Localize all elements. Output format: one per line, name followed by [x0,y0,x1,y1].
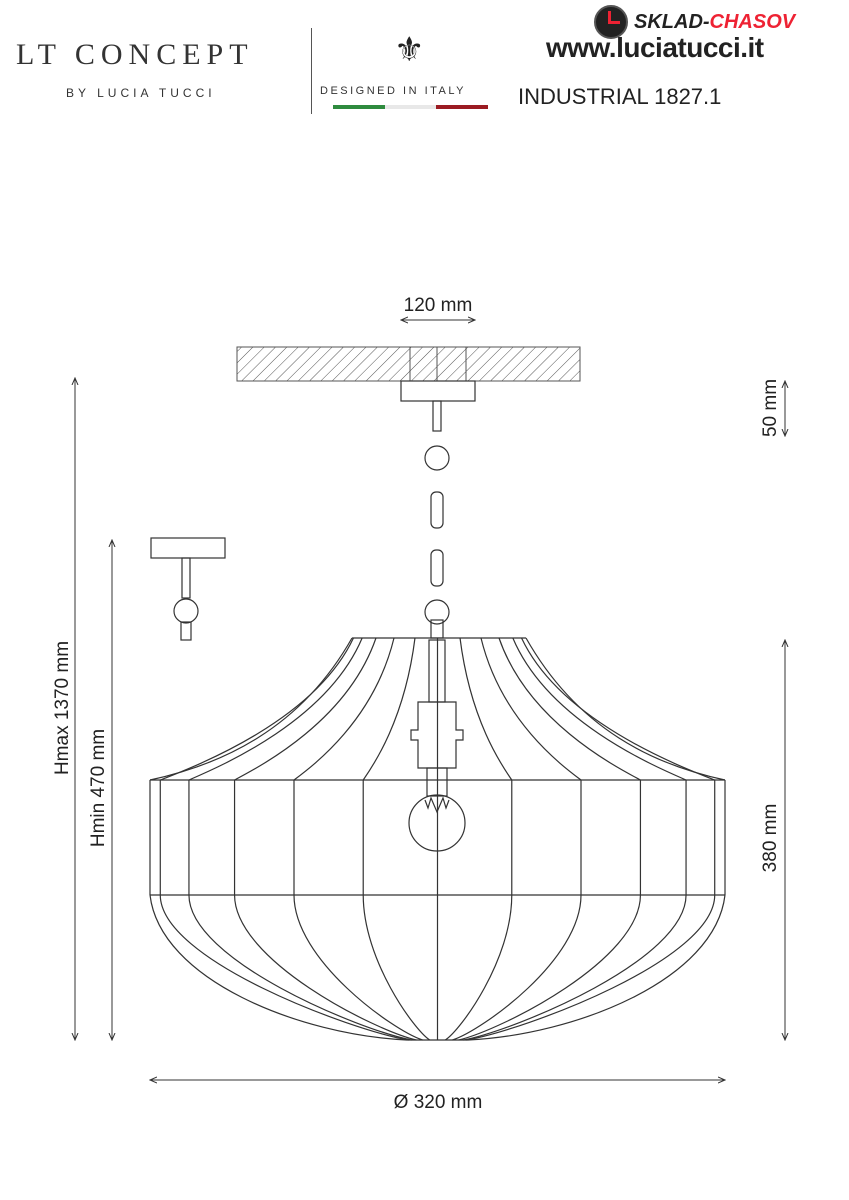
model-name: INDUSTRIAL 1827.1 [518,84,722,109]
dim-canopy-height: 50 mm [760,379,781,437]
brand-logo: LT CONCEPT [16,38,254,71]
dim-shade-height: 380 mm [760,804,781,873]
dim-hmin: Hmin 470 mm [88,729,109,847]
shade-rib [463,637,687,1041]
watermark-logo: SKLAD-CHASOV [594,5,795,39]
watermark-left: SKLAD- [634,10,710,33]
designed-in-italy: DESIGNED IN ITALY [320,85,467,97]
watermark-right: CHASOV [709,10,796,33]
website: www.luciatucci.it [546,32,764,63]
dim-hmax: Hmax 1370 mm [52,641,73,775]
ceiling [236,346,581,382]
shade-rib [444,637,513,1041]
shade-rib [466,637,716,1041]
shade-rib [362,637,431,1041]
canopy [400,380,476,402]
shade-rib [458,637,642,1041]
inset-min-height [150,537,226,641]
dim-canopy-width: 120 mm [404,295,473,316]
shade-rib [452,637,582,1041]
lamp [149,380,726,1041]
shade-rib [293,637,423,1041]
divider [311,28,312,114]
shade-rib [188,637,412,1041]
shade-rib [149,637,353,781]
italian-flag-stripe [333,105,489,109]
clock-icon [594,5,628,39]
shade-rib [159,637,409,1041]
dim-diameter: Ø 320 mm [394,1092,483,1113]
dimension-lines [75,320,785,1080]
shade-rib [233,637,417,1041]
brand-subtitle: BY LUCIA TUCCI [66,86,216,100]
fleur-de-lis-icon: ⚜ [394,31,425,69]
